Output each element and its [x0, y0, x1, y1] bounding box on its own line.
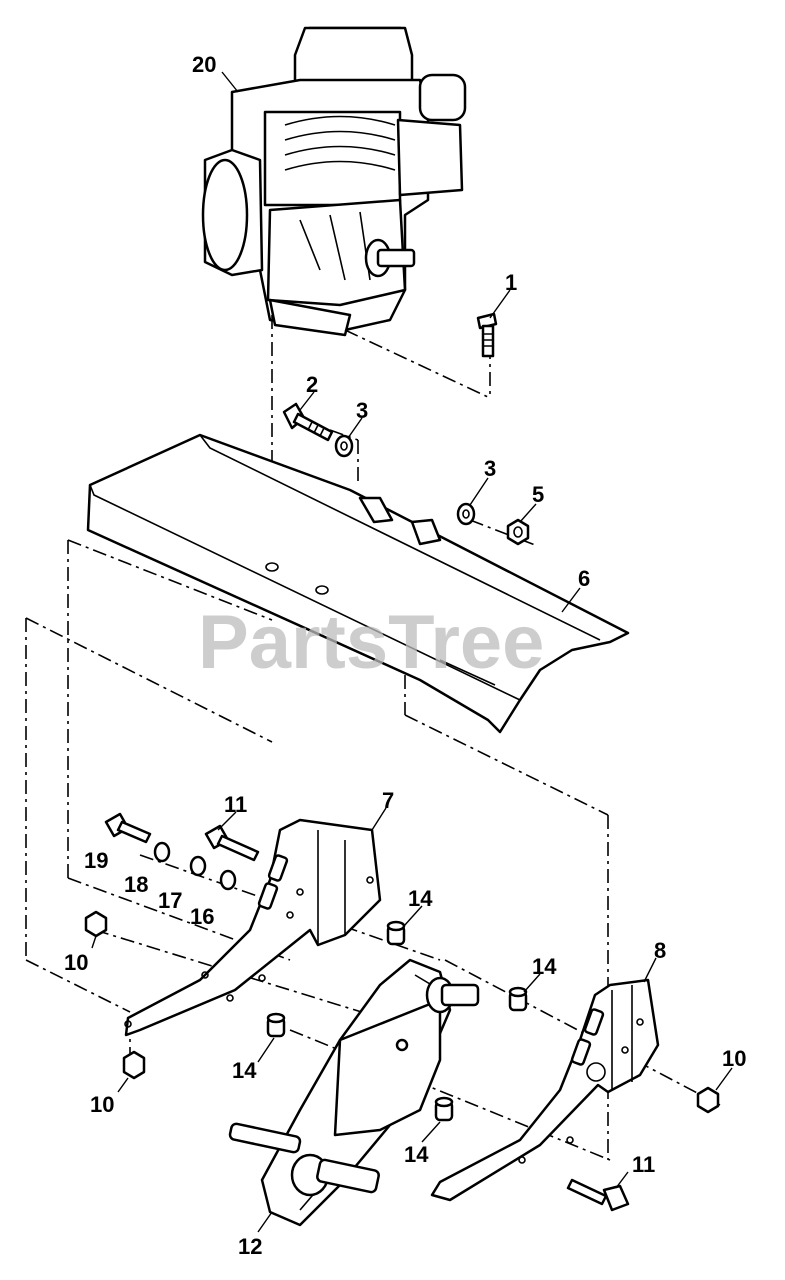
part-14-spacer-d[interactable] — [434, 1096, 454, 1122]
callout-3-lower: 3 — [484, 456, 496, 481]
callout-11-upper: 11 — [224, 792, 247, 817]
part-19-bolt[interactable] — [104, 812, 152, 844]
part-5-nut[interactable] — [506, 518, 530, 546]
callout-17: 17 — [158, 888, 182, 913]
part-2-bolt[interactable] — [282, 402, 334, 442]
callout-8: 8 — [654, 938, 666, 963]
watermark: PartsTree — [198, 600, 544, 685]
callout-leaders — [91, 71, 733, 1233]
callout-7: 7 — [382, 788, 394, 813]
part-8-right-side-plate[interactable] — [430, 978, 660, 1202]
callout-10-b: 10 — [90, 1092, 114, 1117]
part-1-bolt[interactable] — [476, 312, 498, 358]
callout-2: 2 — [306, 372, 318, 397]
part-17-washer[interactable] — [189, 855, 207, 877]
callout-1: 1 — [505, 270, 517, 295]
engine-assembly[interactable] — [201, 26, 467, 337]
callout-labels: 20 1 2 3 3 5 6 11 7 19 18 17 16 14 8 14 … — [64, 52, 746, 1259]
callout-12: 12 — [238, 1234, 262, 1259]
callout-14-c: 14 — [232, 1058, 257, 1083]
callout-16: 16 — [190, 904, 214, 929]
callout-10-c: 10 — [722, 1046, 746, 1071]
part-16-washer[interactable] — [219, 869, 237, 891]
part-11-bolt-lower[interactable] — [566, 1178, 630, 1212]
part-12-transmission[interactable] — [228, 958, 480, 1227]
part-3-washer-upper[interactable] — [334, 434, 354, 458]
callout-10-a: 10 — [64, 950, 88, 975]
callout-5: 5 — [532, 482, 544, 507]
callout-18: 18 — [124, 872, 148, 897]
part-6-tine-shield[interactable] — [86, 433, 630, 734]
part-3-washer-lower[interactable] — [456, 502, 476, 526]
part-18-washer[interactable] — [153, 841, 171, 863]
callout-20: 20 — [192, 52, 216, 77]
part-7-left-side-plate[interactable] — [124, 818, 382, 1037]
callout-6: 6 — [578, 566, 590, 591]
part-10-nut-c[interactable] — [696, 1086, 720, 1114]
callout-14-a: 14 — [408, 886, 433, 911]
callout-3-upper: 3 — [356, 398, 368, 423]
part-10-nut-a[interactable] — [84, 910, 108, 938]
part-10-nut-b[interactable] — [122, 1050, 146, 1080]
part-14-spacer-c[interactable] — [266, 1012, 286, 1038]
callout-11-lower: 11 — [632, 1152, 655, 1177]
part-11-bolt-upper[interactable] — [204, 824, 260, 862]
part-14-spacer-b[interactable] — [508, 986, 528, 1012]
callout-14-b: 14 — [532, 954, 557, 979]
callout-19: 19 — [84, 848, 108, 873]
callout-14-d: 14 — [404, 1142, 429, 1167]
part-14-spacer-a[interactable] — [386, 920, 406, 946]
